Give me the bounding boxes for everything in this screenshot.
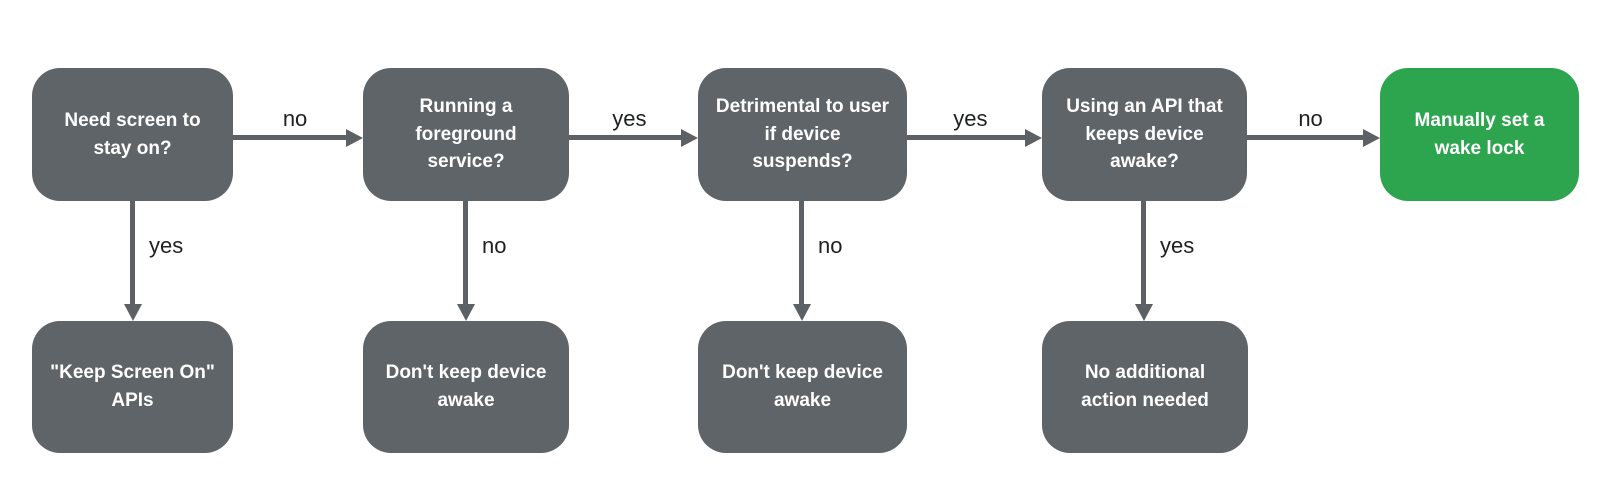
node-detrimental: Detrimental to user if device suspends?	[698, 68, 907, 201]
node-label: Don't keep device awake	[722, 362, 883, 411]
node-label: Running a foreground service?	[415, 96, 517, 173]
arrow-shaft	[1141, 201, 1146, 307]
arrow-shaft	[1247, 135, 1366, 140]
node-need-screen: Need screen to stay on?	[32, 68, 233, 201]
node-foreground-service: Running a foreground service?	[363, 68, 569, 201]
edge-label: no	[818, 233, 843, 258]
arrowhead-right-icon	[346, 129, 363, 147]
arrow-api-keeps-awake-to-no-action-needed: yes	[1135, 201, 1194, 321]
node-no-action-needed: No additional action needed	[1042, 321, 1248, 453]
arrowhead-down-icon	[793, 304, 811, 321]
arrow-shaft	[907, 135, 1028, 140]
node-label: Detrimental to user if device suspends?	[715, 96, 890, 173]
arrow-shaft	[569, 135, 684, 140]
arrowhead-down-icon	[124, 304, 142, 321]
arrow-need-screen-to-foreground-service: no	[233, 106, 363, 147]
arrowhead-right-icon	[1025, 129, 1042, 147]
edge-label: yes	[953, 106, 988, 131]
node-dont-keep-awake-1: Don't keep device awake	[363, 321, 569, 453]
node-label: Don't keep device awake	[385, 362, 547, 411]
arrow-shaft	[233, 135, 349, 140]
edge-label: no	[282, 106, 308, 131]
node-dont-keep-awake-2: Don't keep device awake	[698, 321, 907, 453]
node-label: Using an API that keeps device awake?	[1066, 96, 1223, 173]
arrow-shaft	[130, 201, 135, 307]
node-wake-lock: Manually set a wake lock	[1380, 68, 1579, 201]
edge-label: yes	[1160, 233, 1195, 258]
arrowhead-down-icon	[1135, 304, 1153, 321]
node-label: No additional action needed	[1081, 362, 1209, 411]
node-label: "Keep Screen On" APIs	[50, 362, 215, 411]
arrow-foreground-service-to-detrimental: yes	[569, 106, 698, 147]
arrowhead-down-icon	[457, 304, 475, 321]
arrow-shaft	[463, 201, 468, 307]
edge-label: yes	[149, 233, 184, 258]
arrowhead-right-icon	[681, 129, 698, 147]
node-label: Manually set a wake lock	[1414, 109, 1545, 159]
arrow-api-keeps-awake-to-wake-lock: no	[1247, 106, 1380, 147]
edge-label: no	[482, 233, 507, 258]
edge-label: yes	[612, 106, 647, 131]
arrow-shaft	[799, 201, 804, 307]
node-label: Need screen to stay on?	[64, 109, 201, 159]
arrowhead-right-icon	[1363, 129, 1380, 147]
node-keep-screen-on-apis: "Keep Screen On" APIs	[32, 321, 233, 453]
arrow-detrimental-to-dont-keep-awake: no	[793, 201, 842, 321]
arrow-foreground-service-to-dont-keep-awake: no	[457, 201, 506, 321]
arrow-need-screen-to-keep-screen-on-apis: yes	[124, 201, 183, 321]
edge-label: no	[1298, 106, 1323, 131]
node-api-keeps-awake: Using an API that keeps device awake?	[1042, 68, 1247, 201]
arrow-detrimental-to-api-keeps-awake: yes	[907, 106, 1042, 147]
